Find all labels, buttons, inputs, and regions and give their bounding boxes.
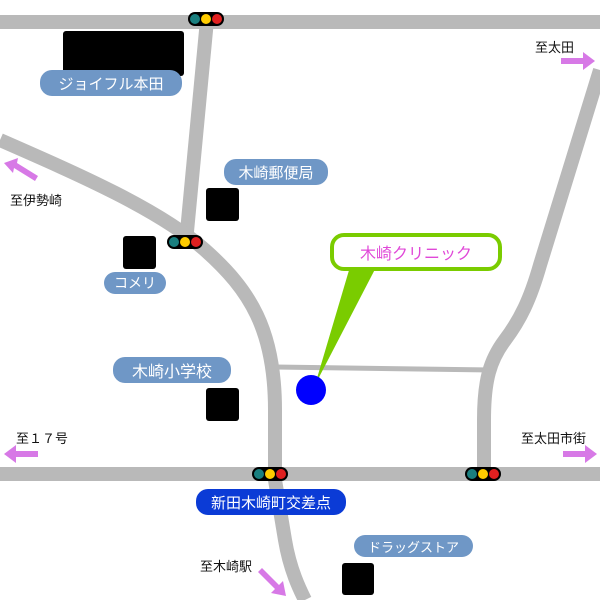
school-building[interactable] (206, 388, 239, 421)
direction-isesaki-label: 至伊勢崎 (10, 194, 63, 209)
komeri-building[interactable] (123, 236, 156, 269)
label-elementary-school[interactable]: 木崎小学校 (113, 357, 231, 383)
road-clinic-lane (274, 364, 493, 373)
direction-arrow-icon (258, 568, 286, 596)
traffic-light-icon (188, 12, 224, 26)
road-main-curve (0, 133, 312, 600)
direction-arrow-icon (4, 158, 38, 181)
traffic-light-icon (252, 467, 288, 481)
direction-route17-label: 至１７号 (16, 432, 69, 447)
label-komeri[interactable]: コメリ (104, 272, 166, 294)
label-joyful-honda[interactable]: ジョイフル本田 (40, 70, 182, 96)
clinic-callout[interactable]: 木崎クリニック (330, 233, 502, 271)
direction-kizaki-station-label: 至木崎駅 (200, 560, 253, 575)
clinic-marker-icon[interactable] (296, 375, 326, 405)
traffic-light-icon (167, 235, 203, 249)
clinic-callout-pointer (315, 250, 385, 385)
direction-arrow-icon (4, 445, 38, 463)
label-post-office[interactable]: 木崎郵便局 (224, 159, 328, 185)
direction-arrow-icon (563, 445, 597, 463)
direction-ota-city-label: 至太田市街 (521, 432, 587, 447)
direction-ota-label: 至太田 (535, 41, 575, 56)
road-north-vertical (179, 19, 214, 243)
label-drugstore[interactable]: ドラッグストア (354, 535, 473, 557)
road-east-curve (477, 67, 600, 474)
drugstore-building[interactable] (342, 563, 374, 595)
traffic-light-icon (465, 467, 501, 481)
direction-arrow-icon (561, 52, 595, 70)
joyful-honda-building[interactable] (63, 31, 184, 76)
post-office-building[interactable] (206, 188, 239, 221)
label-intersection[interactable]: 新田木崎町交差点 (196, 489, 346, 515)
